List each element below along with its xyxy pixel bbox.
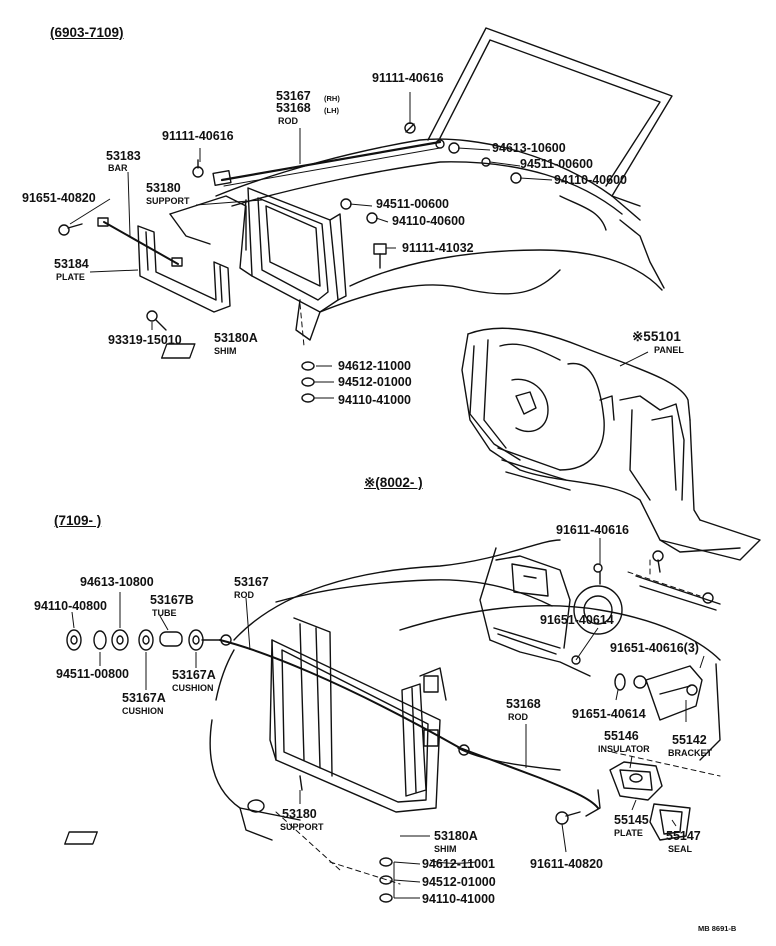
label-53168-bottom: 53168 (506, 697, 541, 711)
label-bracket: BRACKET (668, 748, 712, 758)
label-53167: 53167 (276, 89, 311, 103)
label-shim-top: SHIM (214, 346, 237, 356)
label-91651-40614-b: 91651-40614 (572, 707, 646, 721)
label-53167-bottom: 53167 (234, 575, 269, 589)
label-rod-bottom2: ROD (508, 712, 528, 722)
label-91611-40616: 91611-40616 (556, 523, 629, 537)
label-94511-00600-a: 94511-00600 (520, 157, 593, 171)
label-91111-40616-a: 91111-40616 (372, 71, 444, 85)
range-panel-note: ※(8002- ) (364, 475, 423, 490)
label-94110-41000-a: 94110-41000 (338, 393, 411, 407)
label-rh: (RH) (324, 94, 340, 103)
range-top-label: (6903-7109) (50, 25, 124, 40)
label-rod-bottom: ROD (234, 590, 254, 600)
label-support-top: SUPPORT (146, 196, 190, 206)
label-94511-00800: 94511-00800 (56, 667, 129, 681)
label-91111-41032: 91111-41032 (402, 241, 474, 255)
dashed-guides (275, 303, 721, 885)
label-94613-10800: 94613-10800 (80, 575, 154, 589)
label-lh: (LH) (324, 106, 339, 115)
label-53184: 53184 (54, 257, 89, 271)
label-tube: TUBE (152, 608, 177, 618)
range-bottom-label: (7109- ) (54, 513, 102, 528)
label-94110-40600-b: 94110-40600 (392, 214, 465, 228)
label-bar: BAR (108, 163, 128, 173)
label-55147: 55147 (666, 829, 701, 843)
windshield-frame (427, 27, 673, 207)
label-panel: PANEL (654, 345, 684, 355)
label-plate-bottom: PLATE (614, 828, 643, 838)
label-seal: SEAL (668, 844, 693, 854)
label-91611-40820: 91611-40820 (530, 857, 603, 871)
label-53183: 53183 (106, 149, 141, 163)
label-91651-40614-a: 91651-40614 (540, 613, 614, 627)
label-94110-40800: 94110-40800 (34, 599, 107, 613)
label-cushion-b: CUSHION (122, 706, 164, 716)
label-53180-top: 53180 (146, 181, 181, 195)
label-94512-01000-a: 94512-01000 (338, 375, 412, 389)
label-94612-11000: 94612-11000 (338, 359, 411, 373)
label-94512-01000-b: 94512-01000 (422, 875, 496, 889)
label-53167b: 53167B (150, 593, 194, 607)
bracket-group-art (555, 550, 714, 841)
rod-top-art (212, 122, 445, 187)
label-insulator: INSULATOR (598, 744, 650, 754)
label-53168: 53168 (276, 101, 311, 115)
label-91111-40616-b: 91111-40616 (162, 129, 234, 143)
label-53180a-bottom: 53180A (434, 829, 478, 843)
label-53167a-a: 53167A (172, 668, 216, 682)
label-shim-bottom: SHIM (434, 844, 457, 854)
panel-art (461, 327, 761, 561)
label-55145: 55145 (614, 813, 649, 827)
shim-stack-bottom-art (64, 831, 393, 903)
label-rod-top: ROD (278, 116, 298, 126)
cushion-row-art (66, 629, 221, 651)
label-91651-40616-3: 91651-40616(3) (610, 641, 699, 655)
label-cushion-a: CUSHION (172, 683, 214, 693)
label-support-bottom: SUPPORT (280, 822, 324, 832)
rod-bottom-art (219, 634, 601, 817)
support-bottom-art (269, 617, 447, 813)
label-94110-40600-a: 94110-40600 (554, 173, 627, 187)
label-94511-00600-b: 94511-00600 (376, 197, 449, 211)
leader-lines (69, 92, 705, 899)
label-94613-10600: 94613-10600 (492, 141, 566, 155)
label-plate-top: PLATE (56, 272, 85, 282)
label-53180a-top: 53180A (214, 331, 258, 345)
label-55142: 55142 (672, 733, 707, 747)
label-53180-bottom: 53180 (282, 807, 317, 821)
label-94612-11001: 94612-11001 (422, 857, 495, 871)
label-94110-41000-b: 94110-41000 (422, 892, 495, 906)
bar-plate-top-art (97, 217, 231, 313)
body-bottom-art (209, 539, 721, 841)
label-93319-15010: 93319-15010 (108, 333, 182, 347)
label-53167a-b: 53167A (122, 691, 166, 705)
label-55101: ※55101 (632, 329, 681, 344)
support-top-art (239, 187, 347, 341)
label-91651-40820: 91651-40820 (22, 191, 96, 205)
footer-code: MB 8691-B (698, 924, 737, 933)
label-55146: 55146 (604, 729, 639, 743)
